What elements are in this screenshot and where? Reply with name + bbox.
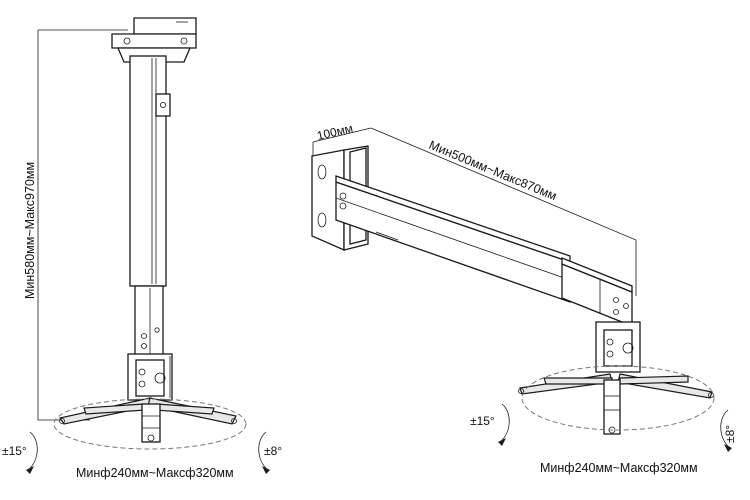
wall-tilt-right-label: ±8° bbox=[723, 425, 737, 443]
wall-rotation-arrow-left-icon bbox=[498, 403, 510, 446]
tilt-left-label: ±15° bbox=[2, 444, 27, 458]
wall-diameter-ellipse bbox=[521, 365, 715, 431]
rotation-arrow-left-icon bbox=[26, 431, 38, 474]
offset-label: 100мм bbox=[316, 121, 355, 143]
wall-mount: 100мм Мин500мм~Макс870мм ±15° ±8° Минф24… bbox=[311, 121, 737, 475]
ceiling-plate bbox=[111, 17, 197, 63]
inner-arm bbox=[561, 257, 633, 327]
wall-tilt-head bbox=[595, 321, 641, 373]
wall-tilt-left-label: ±15° bbox=[470, 414, 495, 428]
wall-diameter-range-label: Минф240мм~Максф320мм bbox=[540, 461, 698, 475]
outer-arm bbox=[335, 175, 571, 303]
wall-rotation-arrow-right-icon bbox=[720, 409, 732, 452]
height-range-label: Мин580мм~Макс970мм bbox=[23, 162, 37, 299]
rotation-arrow-right-icon bbox=[258, 431, 270, 474]
height-dimension-line bbox=[37, 29, 128, 421]
tilt-head bbox=[127, 353, 173, 401]
arm-dimension-line bbox=[312, 127, 637, 296]
ceiling-mount: Мин580мм~Макс970мм ±15° ±8° Минф240мм~Ма… bbox=[2, 17, 282, 480]
arm-range-label: Мин500мм~Макс870мм bbox=[427, 138, 559, 203]
spider-bracket bbox=[59, 397, 237, 443]
wall-spider-bracket bbox=[518, 373, 714, 435]
inner-tube bbox=[134, 285, 164, 357]
tilt-right-label: ±8° bbox=[264, 444, 282, 458]
diameter-range-label: Минф240мм~Максф320мм bbox=[76, 466, 234, 480]
diameter-ellipse bbox=[53, 398, 247, 450]
outer-tube bbox=[129, 55, 171, 287]
